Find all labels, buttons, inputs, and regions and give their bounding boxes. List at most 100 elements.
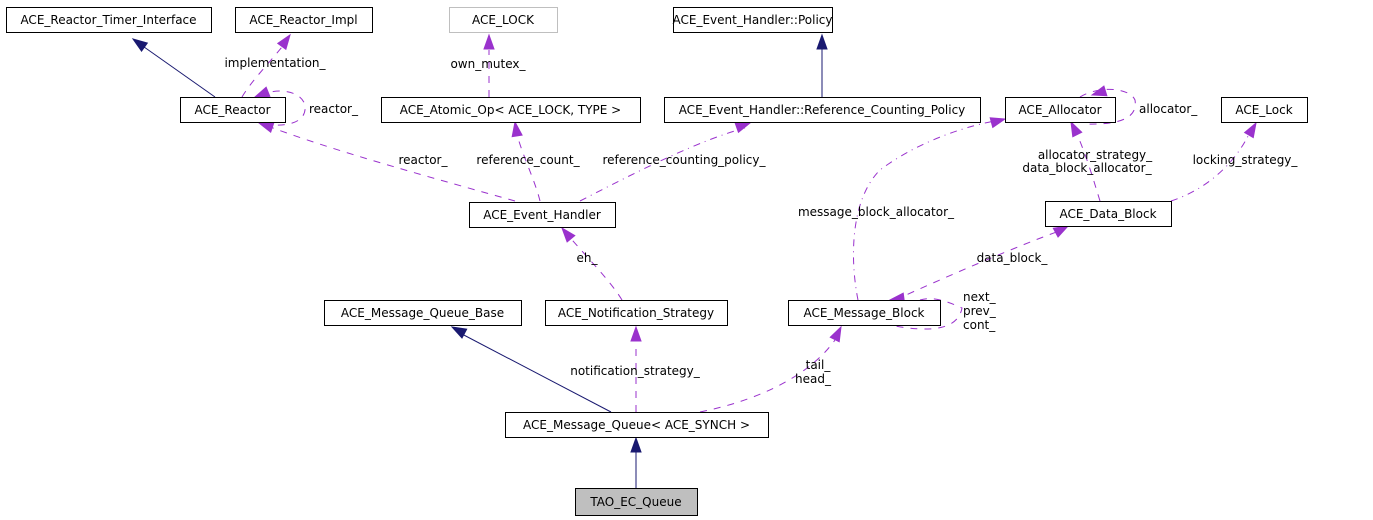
node-ace-reactor[interactable]: ACE_Reactor xyxy=(180,97,286,123)
node-box[interactable] xyxy=(235,7,373,33)
node-box[interactable] xyxy=(1221,97,1308,123)
edge-label: reactor_ xyxy=(309,102,359,116)
edge-event-handler-to-atomic-op xyxy=(511,120,541,202)
usage-line xyxy=(852,119,1001,301)
node-label: ACE_Notification_Strategy xyxy=(558,306,714,320)
edge-label: own_mutex_ xyxy=(450,57,526,71)
node-label: ACE_Data_Block xyxy=(1059,207,1156,221)
usage-line xyxy=(515,129,541,202)
usage-line xyxy=(241,41,287,98)
node-ace-message-queue-ace-synch[interactable]: ACE_Message_Queue< ACE_SYNCH > xyxy=(505,412,769,438)
edge-label: reactor_ xyxy=(399,153,449,167)
edge-reactor-to-timer-if xyxy=(131,38,216,98)
node-label: ACE_Message_Queue< ACE_SYNCH > xyxy=(523,418,750,432)
node-box[interactable] xyxy=(324,300,522,326)
node-ace-data-block[interactable]: ACE_Data_Block xyxy=(1045,201,1172,227)
node-ace-event-handler[interactable]: ACE_Event_Handler xyxy=(469,202,616,228)
usage-arrowhead-icon xyxy=(511,120,523,138)
edge-label: cont_ xyxy=(963,318,996,332)
edge-label: next_ xyxy=(963,290,997,304)
node-ace-allocator[interactable]: ACE_Allocator xyxy=(1005,97,1116,123)
node-box[interactable] xyxy=(180,97,286,123)
node-ace-notification-strategy[interactable]: ACE_Notification_Strategy xyxy=(545,300,728,326)
edge-label: locking_strategy_ xyxy=(1193,153,1299,167)
node-box[interactable] xyxy=(449,7,558,33)
node-label: ACE_Lock xyxy=(1235,103,1292,117)
usage-line xyxy=(1170,129,1252,202)
usage-arrowhead-icon xyxy=(257,122,275,134)
edge-msg-queue-to-notif-strategy xyxy=(630,325,642,412)
node-label: ACE_Allocator xyxy=(1018,103,1101,117)
usage-arrowhead-icon xyxy=(1052,225,1070,238)
node-label: ACE_Event_Handler::Policy xyxy=(673,13,833,27)
usage-arrowhead-icon xyxy=(630,325,642,342)
edge-label: allocator_strategy_ xyxy=(1038,148,1153,162)
usage-arrowhead-icon xyxy=(1243,121,1257,139)
node-box[interactable] xyxy=(664,97,981,123)
edge-msg-queue-to-mq-base xyxy=(450,326,612,413)
usage-line xyxy=(567,234,623,301)
edge-label: tail_ xyxy=(806,358,832,372)
node-box[interactable] xyxy=(1045,201,1172,227)
usage-line xyxy=(699,339,836,413)
node-ace-event-handler-policy[interactable]: ACE_Event_Handler::Policy xyxy=(673,7,833,33)
edge-label: reference_count_ xyxy=(476,153,580,167)
edge-label: data_block_ xyxy=(977,251,1049,265)
node-label: TAO_EC_Queue xyxy=(589,495,681,509)
node-box[interactable] xyxy=(381,97,641,123)
node-ace-message-queue-base[interactable]: ACE_Message_Queue_Base xyxy=(324,300,522,326)
edge-labels-layer: implementation_ reactor_ own_mutex_reactor… xyxy=(224,56,1298,386)
edge-notif-strategy-to-event-handler xyxy=(561,226,623,301)
node-label: ACE_Atomic_Op< ACE_LOCK, TYPE > xyxy=(400,103,621,117)
usage-line xyxy=(264,124,516,202)
node-label: ACE_Message_Block xyxy=(803,306,924,320)
edge-reactor-to-reactor xyxy=(253,86,306,126)
usage-arrowhead-icon xyxy=(483,33,495,50)
usage-line xyxy=(579,127,746,202)
edge-data-block-to-allocator xyxy=(1070,120,1101,202)
inheritance-arrowhead-icon xyxy=(816,33,828,50)
inheritance-arrowhead-icon xyxy=(450,326,468,339)
node-ace-reactor-timer-interface[interactable]: ACE_Reactor_Timer_Interface xyxy=(6,7,212,33)
node-box[interactable] xyxy=(1005,97,1116,123)
inheritance-line xyxy=(136,41,216,98)
node-tao-ec-queue[interactable]: TAO_EC_Queue xyxy=(575,488,698,516)
edge-label: reference_counting_policy_ xyxy=(602,153,766,167)
node-box[interactable] xyxy=(545,300,728,326)
usage-arrowhead-icon xyxy=(829,325,842,343)
node-ace-lock[interactable]: ACE_LOCK xyxy=(449,7,558,33)
edge-label: prev_ xyxy=(963,304,997,318)
inheritance-arrowhead-icon xyxy=(630,436,642,453)
edge-msg-block-to-data-block xyxy=(894,225,1070,301)
node-label: ACE_Reactor_Timer_Interface xyxy=(20,13,196,27)
node-ace-event-handler-reference-counting-policy[interactable]: ACE_Event_Handler::Reference_Counting_Po… xyxy=(664,97,981,123)
node-label: ACE_Event_Handler xyxy=(483,208,601,222)
edge-label: implementation_ xyxy=(224,56,326,70)
node-box[interactable] xyxy=(575,488,698,516)
edges-layer xyxy=(131,33,1257,488)
usage-arrowhead-icon xyxy=(989,117,1007,129)
node-label: ACE_Reactor xyxy=(194,103,270,117)
usage-arrowhead-icon xyxy=(253,86,271,98)
nodes-layer: ACE_Reactor_Timer_Interface ACE_Reactor_I… xyxy=(6,7,1308,516)
node-ace-reactor-impl[interactable]: ACE_Reactor_Impl xyxy=(235,7,373,33)
node-label: ACE_Reactor_Impl xyxy=(249,13,357,27)
node-box[interactable] xyxy=(505,412,769,438)
usage-line xyxy=(889,298,963,330)
node-box[interactable] xyxy=(469,202,616,228)
edge-reactor-to-reactor-impl xyxy=(241,33,291,98)
usage-arrowhead-icon xyxy=(561,226,576,243)
edge-ec-queue-to-msg-queue xyxy=(630,436,642,488)
node-box[interactable] xyxy=(788,300,941,326)
node-ace-message-block[interactable]: ACE_Message_Block xyxy=(788,300,941,326)
edge-msg-block-to-allocator xyxy=(852,117,1007,301)
edge-msg-queue-to-msg-block xyxy=(699,325,842,413)
node-ace-atomic-op-ace-lock-type[interactable]: ACE_Atomic_Op< ACE_LOCK, TYPE > xyxy=(381,97,641,123)
node-label: ACE_LOCK xyxy=(472,13,535,27)
node-box[interactable] xyxy=(673,7,833,33)
edge-data-block-to-ace-lock xyxy=(1170,121,1257,202)
node-box[interactable] xyxy=(6,7,212,33)
usage-arrowhead-icon xyxy=(276,33,291,51)
edge-label: head_ xyxy=(795,372,832,386)
node-ace-lock[interactable]: ACE_Lock xyxy=(1221,97,1308,123)
